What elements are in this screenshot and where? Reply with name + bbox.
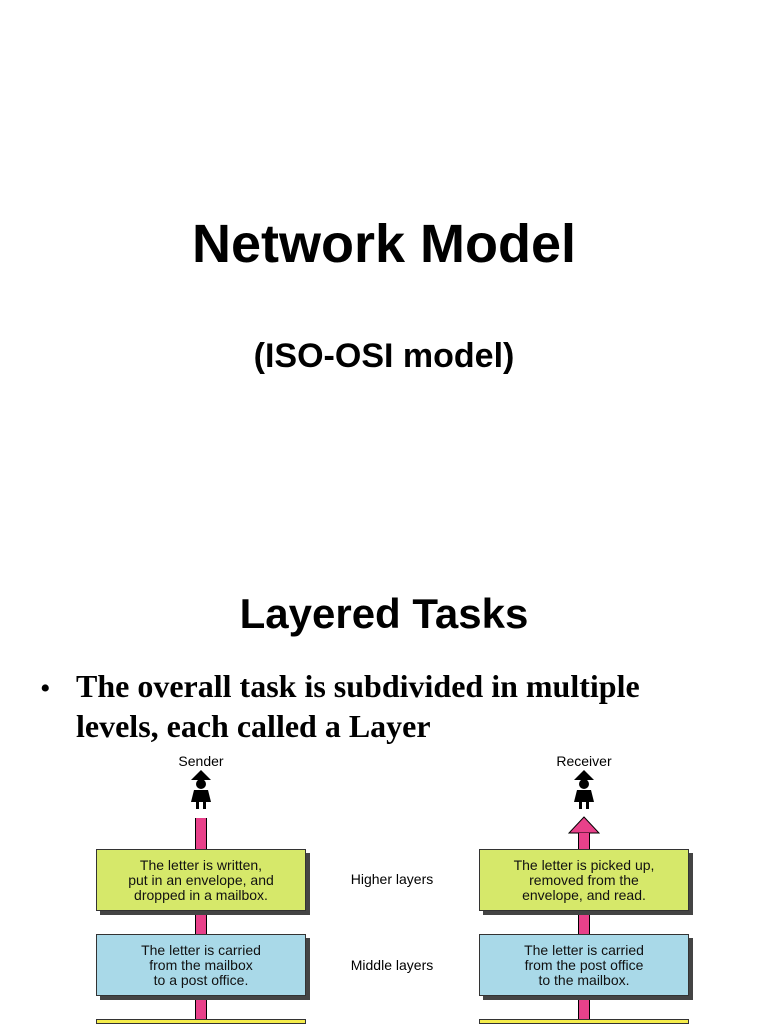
receiver-lower-layer-box <box>479 1019 689 1024</box>
receiver-label: Receiver <box>556 753 612 769</box>
sender-person-icon <box>191 770 211 809</box>
receiver-up-arrow-icon <box>568 816 600 834</box>
receiver-middle-layer-box: The letter is carried from the post offi… <box>479 934 689 996</box>
sender-label: Sender <box>178 753 224 769</box>
receiver-higher-layer-box: The letter is picked up, removed from th… <box>479 849 689 911</box>
higher-layers-label: Higher layers <box>350 871 434 887</box>
bullet-marker: • <box>40 672 51 705</box>
sender-lower-layer-box <box>96 1019 306 1024</box>
sender-middle-layer-box: The letter is carried from the mailbox t… <box>96 934 306 996</box>
bullet-line-1: The overall task is subdivided in multip… <box>76 668 640 704</box>
bullet-text: The overall task is subdivided in multip… <box>76 666 736 746</box>
bullet-line-2: levels, each called a Layer <box>76 708 431 744</box>
receiver-person-icon <box>574 770 594 809</box>
slide-subtitle: (ISO-OSI model) <box>253 337 515 375</box>
middle-layers-label: Middle layers <box>350 957 434 973</box>
slide-title: Network Model <box>191 214 577 274</box>
section-heading: Layered Tasks <box>239 590 529 637</box>
sender-higher-layer-box: The letter is written, put in an envelop… <box>96 849 306 911</box>
